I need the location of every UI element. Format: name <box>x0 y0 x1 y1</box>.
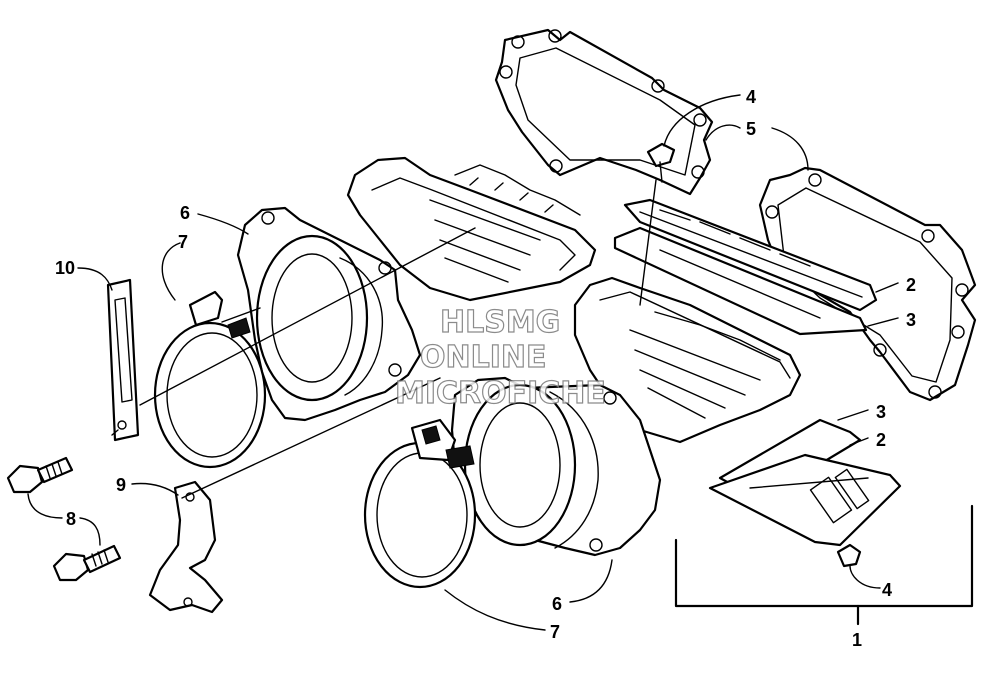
assembly-bracket-line <box>674 504 974 626</box>
callout-1: 1 <box>852 630 862 650</box>
callout-7-lower: 7 <box>550 622 560 642</box>
callout-5: 5 <box>746 119 756 139</box>
callout-4-lower: 4 <box>882 580 892 600</box>
callout-6-upper: 6 <box>180 203 190 223</box>
reed-assembly-upper <box>613 198 878 336</box>
watermark: HLSMG ONLINE MICROFICHE <box>394 304 606 411</box>
callout-2-lower: 2 <box>876 430 886 450</box>
screw-upper <box>6 456 74 494</box>
screw-small-lower <box>836 543 862 568</box>
reed-cage-lower <box>573 276 802 444</box>
retainer-plate <box>106 278 140 442</box>
callout-10: 10 <box>55 258 75 278</box>
leader-lines <box>27 94 899 631</box>
callout-6-lower: 6 <box>552 594 562 614</box>
callout-4-upper: 4 <box>746 87 756 107</box>
callout-3-lower: 3 <box>876 402 886 422</box>
reed-assembly-lower <box>708 418 902 547</box>
bracket <box>148 480 224 614</box>
callout-3-upper: 3 <box>906 310 916 330</box>
callout-9: 9 <box>116 475 126 495</box>
watermark-line-1: HLSMG <box>440 305 560 340</box>
callout-7-upper: 7 <box>178 232 188 252</box>
screw-lower <box>52 544 122 582</box>
callout-8: 8 <box>66 509 76 529</box>
callout-2-upper: 2 <box>906 275 916 295</box>
reed-valve-gasket-upper <box>494 28 714 196</box>
hose-clamp-lower <box>363 418 477 589</box>
watermark-line-3: MICROFICHE <box>395 376 606 411</box>
alignment-lines <box>111 179 657 499</box>
screw-small-upper <box>646 142 676 183</box>
watermark-line-2: ONLINE <box>420 340 547 375</box>
reed-cage-upper <box>346 156 597 302</box>
intake-boot-lower <box>450 376 662 557</box>
callout-labels: 4 5 2 3 3 2 4 1 6 7 10 9 8 6 7 <box>55 87 916 650</box>
hose-clamp-upper <box>153 290 267 469</box>
intake-boot-upper <box>236 206 422 422</box>
